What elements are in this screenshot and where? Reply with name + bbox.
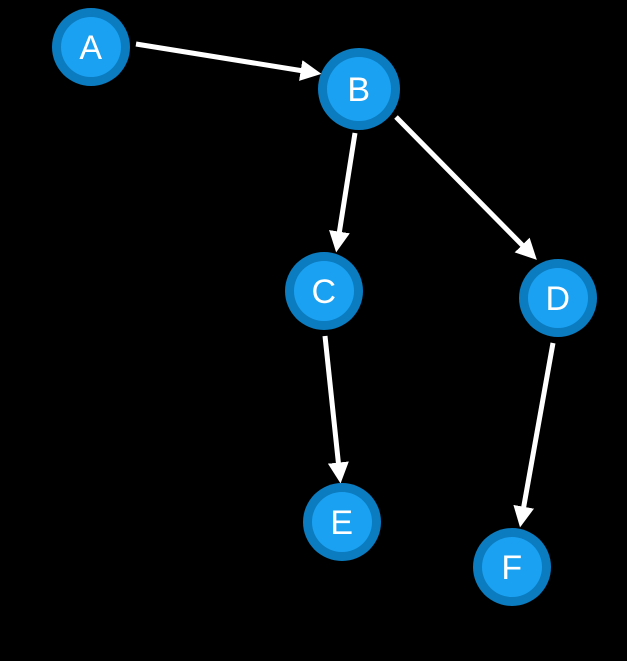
node-fill-c [294,261,354,321]
graph-node-d[interactable]: D [519,259,597,337]
graph-node-f[interactable]: F [473,528,551,606]
graph-edge-d-to-f[interactable] [513,342,556,528]
graph-node-a[interactable]: A [52,8,130,86]
nodes-layer: A B C D E F [52,8,597,606]
node-fill-f [482,537,542,597]
graph-edge-b-to-c[interactable] [329,132,358,253]
node-label-b: B [347,71,370,109]
graph-edge-c-to-e[interactable] [322,335,349,484]
node-fill-e [312,492,372,552]
graph-node-b[interactable]: B [318,48,400,130]
node-fill-d [528,268,588,328]
graph-edge-b-to-d[interactable] [394,115,537,260]
graph-node-e[interactable]: E [303,483,381,561]
node-label-a: A [79,29,102,67]
node-label-d: D [545,280,570,318]
graph-edge-a-to-b[interactable] [135,41,322,81]
node-label-f: F [501,549,522,587]
edges-layer [135,41,556,528]
graph-node-c[interactable]: C [285,252,363,330]
node-label-e: E [330,504,353,542]
node-fill-a [61,17,121,77]
node-label-c: C [311,273,336,311]
node-fill-b [327,57,391,121]
